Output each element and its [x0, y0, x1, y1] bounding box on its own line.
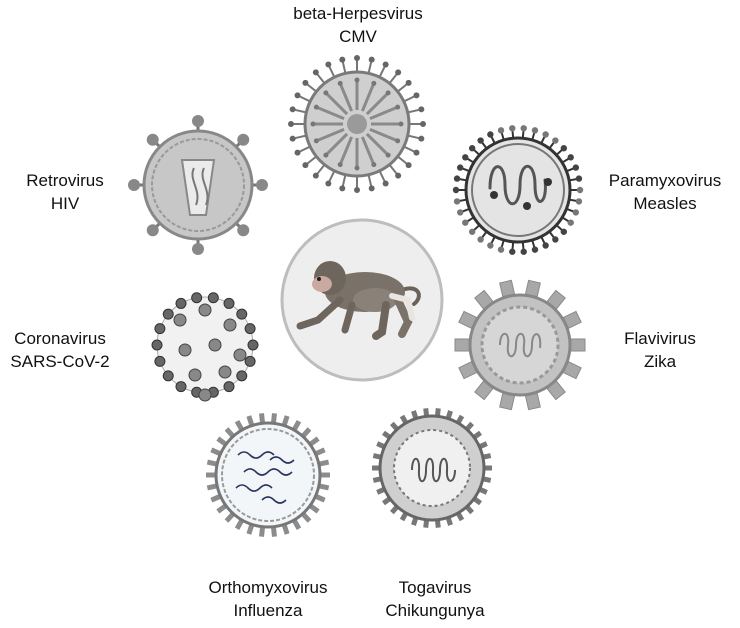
label-flu-family: Orthomyxovirus — [208, 578, 328, 597]
label-measles-species: Measles — [633, 194, 697, 213]
label-zika: Flavivirus Zika — [610, 327, 710, 373]
host-panel — [280, 218, 444, 382]
label-hiv: Retrovirus HIV — [10, 169, 120, 215]
label-measles: Paramyxovirus Measles — [600, 169, 730, 215]
orthomyxovirus-icon — [206, 413, 330, 537]
label-flu: Orthomyxovirus Influenza — [193, 576, 343, 622]
label-chik: Togavirus Chikungunya — [375, 576, 495, 622]
macaque-monkey-icon — [296, 261, 421, 340]
label-cmv-family: beta-Herpesvirus — [293, 4, 423, 23]
label-sars-species: SARS-CoV-2 — [10, 352, 110, 371]
label-chik-species: Chikungunya — [385, 601, 485, 620]
label-sars-family: Coronavirus — [14, 329, 106, 348]
coronavirus-icon — [151, 292, 259, 402]
label-chik-family: Togavirus — [398, 578, 472, 597]
label-sars: Coronavirus SARS-CoV-2 — [0, 327, 120, 373]
paramyxovirus-icon — [452, 125, 584, 255]
herpesvirus-icon — [288, 55, 426, 193]
togavirus-icon — [372, 408, 492, 528]
label-zika-family: Flavivirus — [624, 329, 696, 348]
label-hiv-species: HIV — [50, 194, 80, 213]
label-zika-species: Zika — [643, 352, 677, 371]
label-hiv-family: Retrovirus — [26, 171, 104, 190]
flavivirus-icon — [454, 279, 586, 411]
retrovirus-icon — [128, 115, 268, 255]
label-cmv: beta-Herpesvirus CMV — [278, 2, 438, 48]
label-measles-family: Paramyxovirus — [608, 171, 722, 190]
label-cmv-species: CMV — [339, 27, 377, 46]
label-flu-species: Influenza — [233, 601, 303, 620]
